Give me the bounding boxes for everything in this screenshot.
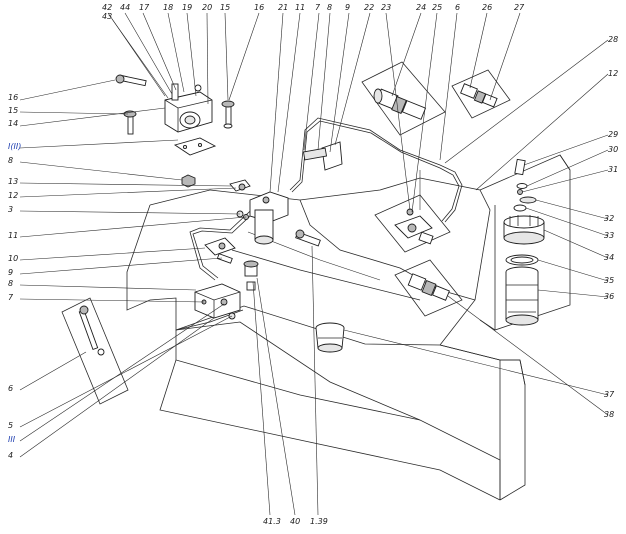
leader-lines — [19, 12, 609, 516]
callout-8-left-a: 8 — [8, 156, 13, 165]
callout-9-left: 9 — [8, 268, 13, 277]
callout-38: 38 — [604, 410, 614, 419]
callout-20: 20 — [202, 3, 212, 12]
callout-41-3: 41.3 — [263, 517, 281, 526]
tee-fitting — [374, 194, 451, 253]
callout-section-1-2[interactable]: I(II) — [8, 142, 21, 151]
callout-14: 14 — [8, 119, 18, 128]
callout-16-top: 16 — [254, 3, 264, 12]
filter-cup — [315, 322, 345, 353]
left-coupling — [204, 237, 236, 264]
callout-29: 29 — [608, 130, 618, 139]
callout-21: 21 — [278, 3, 288, 12]
union-coupling — [394, 259, 463, 317]
callout-1-39: 1.39 — [310, 517, 328, 526]
filter-assembly — [229, 179, 289, 245]
callout-8-top: 8 — [327, 3, 332, 12]
center-bolt — [295, 229, 321, 247]
callouts-left: 16 15 14 I(II) 8 13 12 3 11 10 9 8 7 6 5… — [8, 93, 21, 460]
callout-16-left: 16 — [8, 93, 18, 102]
callout-15-top: 15 — [220, 3, 230, 12]
callout-24: 24 — [416, 3, 426, 12]
callout-26: 26 — [482, 3, 492, 12]
callout-34: 34 — [604, 253, 614, 262]
callout-33: 33 — [604, 231, 614, 240]
callout-37: 37 — [604, 390, 615, 399]
callout-23: 23 — [381, 3, 391, 12]
callout-32: 32 — [604, 214, 614, 223]
callout-12-left: 12 — [8, 191, 18, 200]
callout-15-left: 15 — [8, 106, 18, 115]
callout-19: 19 — [182, 3, 192, 12]
callout-6-top: 6 — [455, 3, 460, 12]
valve-block-assembly — [115, 74, 235, 188]
callout-44: 44 — [120, 3, 130, 12]
nipple-fitting — [361, 61, 446, 136]
callout-28: 28 — [608, 35, 618, 44]
callout-9-top: 9 — [345, 3, 350, 12]
callout-4: 4 — [8, 451, 13, 460]
callout-12-right: 12 — [608, 69, 618, 78]
callouts-bottom: 41.3 40 1.39 — [263, 517, 328, 526]
callout-3: 3 — [8, 205, 13, 214]
callout-7-top: 7 — [315, 3, 321, 12]
drain-bolt — [243, 260, 259, 291]
callout-25: 25 — [432, 3, 442, 12]
callout-11-left: 11 — [8, 231, 18, 240]
callout-22: 22 — [364, 3, 374, 12]
lower-valve-block — [194, 283, 241, 320]
callouts-top: 42 43 44 17 18 19 20 15 16 21 11 7 8 9 2… — [102, 3, 525, 21]
callouts-right: 28 12 29 30 31 32 33 34 35 36 37 38 — [604, 35, 618, 419]
callout-43: 43 — [102, 12, 112, 21]
callout-5: 5 — [8, 421, 13, 430]
callout-40: 40 — [290, 517, 300, 526]
callout-35: 35 — [604, 276, 614, 285]
callout-6-left: 6 — [8, 384, 13, 393]
callout-36: 36 — [604, 292, 614, 301]
callout-31: 31 — [608, 165, 618, 174]
frame-outline — [126, 154, 571, 501]
pipe-lines — [189, 117, 463, 281]
callout-section-3[interactable]: III — [8, 435, 16, 444]
callout-18: 18 — [163, 3, 173, 12]
callout-11-top: 11 — [295, 3, 305, 12]
callout-42: 42 — [102, 3, 112, 12]
elbow-fitting — [451, 69, 511, 119]
callout-17: 17 — [139, 3, 150, 12]
callout-30: 30 — [608, 145, 618, 154]
stacked-parts — [503, 158, 545, 326]
long-bolt-plate — [61, 297, 129, 405]
callout-8-left-b: 8 — [8, 279, 13, 288]
callout-27: 27 — [514, 3, 525, 12]
callout-13: 13 — [8, 177, 18, 186]
clamp-bracket — [302, 141, 343, 171]
callout-10: 10 — [8, 254, 18, 263]
callout-7-left: 7 — [8, 293, 14, 302]
